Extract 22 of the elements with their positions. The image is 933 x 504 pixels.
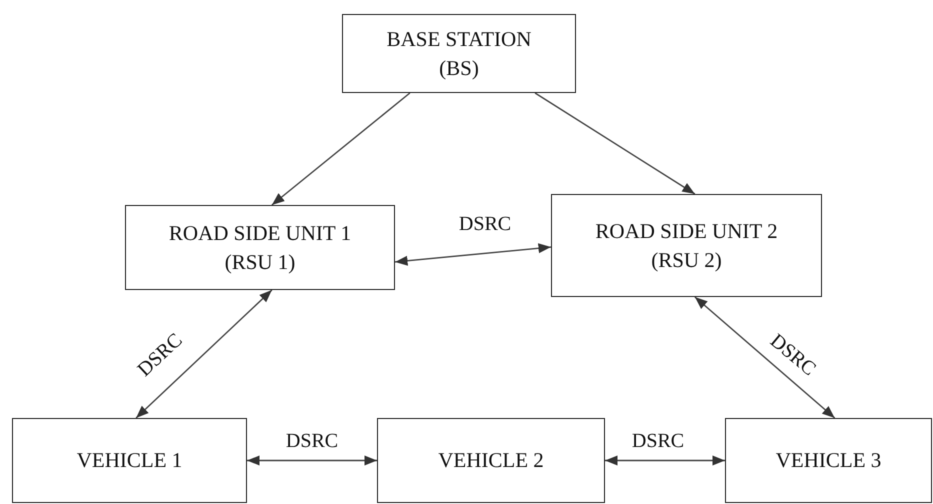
- arrow: [136, 290, 272, 418]
- node-text: VEHICLE 3: [776, 447, 882, 474]
- node-text: VEHICLE 2: [438, 447, 544, 474]
- node-text: (BS): [439, 54, 479, 82]
- node-text: ROAD SIDE UNIT 2: [595, 218, 778, 246]
- node-text: (RSU 2): [651, 246, 722, 274]
- box: [12, 418, 247, 503]
- box: [377, 418, 605, 503]
- node-text: VEHICLE 1: [76, 447, 182, 474]
- arrow: [605, 455, 725, 466]
- node-text: BASE STATION: [386, 26, 532, 54]
- node-text: ROAD SIDE UNIT 1: [168, 220, 352, 248]
- box: [725, 418, 932, 503]
- node-text: (RSU 1): [224, 248, 296, 276]
- box: [551, 194, 822, 297]
- arrow: [534, 92, 696, 195]
- arrow: [247, 455, 377, 466]
- box: [342, 14, 576, 93]
- arrow: [694, 296, 836, 419]
- arrow: [394, 243, 552, 266]
- box: [125, 205, 395, 290]
- arrow: [271, 92, 410, 206]
